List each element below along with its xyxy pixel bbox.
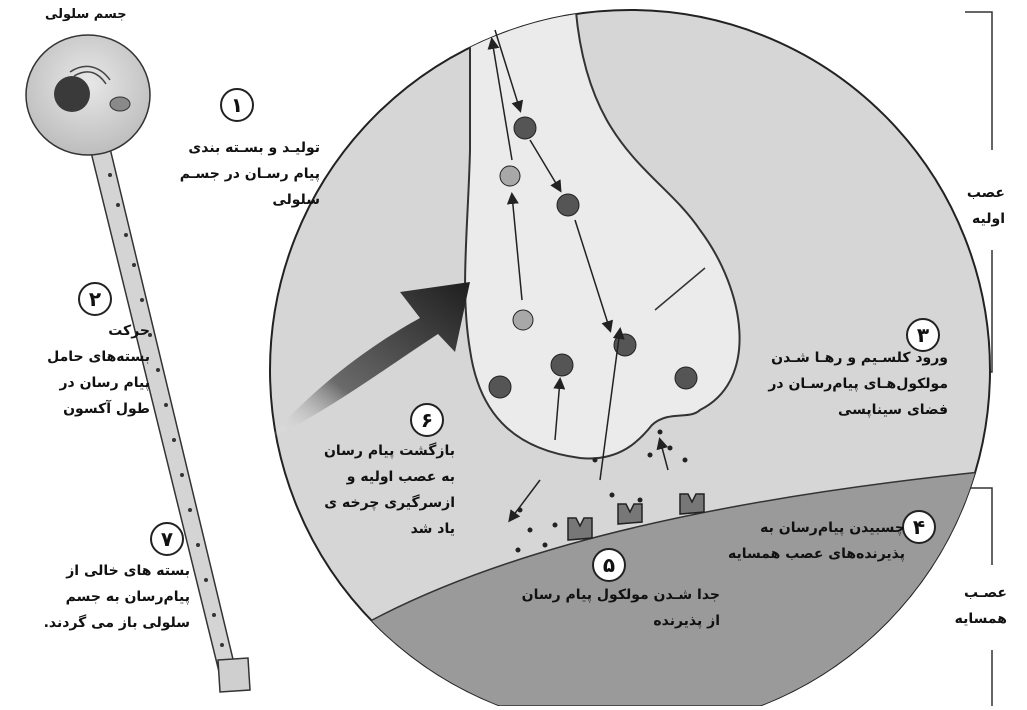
vesicle-filled xyxy=(557,194,579,216)
step-number-6: ۶ xyxy=(410,403,444,437)
step-3-line: ورود کلسـیم و رهـا شـدن xyxy=(728,345,948,371)
step-number-4: ۴ xyxy=(902,510,936,544)
step-1-text: تولیـد و بسـته بندی پیام رسـان در جسـم س… xyxy=(150,135,320,213)
neighbor-neuron-label-line: همسایه xyxy=(952,606,1007,632)
primary-neuron-label: عصب اولیه xyxy=(960,180,1005,232)
step-1-line: سلولی xyxy=(150,187,320,213)
step-2-line: حرکت xyxy=(45,318,150,344)
golgi-icon xyxy=(110,97,130,111)
step-6-line: به عصب اولیه و xyxy=(330,464,455,490)
step-5-text: جدا شـدن مولکول پیام رسان از پذیرنده xyxy=(520,582,720,634)
step-6-line: بازگشت پیام رسان xyxy=(330,438,455,464)
step-number-5: ۵ xyxy=(592,548,626,582)
step-2-line: پیام رسان در xyxy=(45,370,150,396)
vesicle-empty xyxy=(500,166,520,186)
step-number-1: ۱ xyxy=(220,88,254,122)
step-7-line: بسته های خالی از xyxy=(35,558,190,584)
vesicle-empty xyxy=(513,310,533,330)
step-2-text: حرکت بسته‌های حامل پیام رسان در طول آکسو… xyxy=(45,318,150,422)
neighbor-neuron-label: عصـب همسایه xyxy=(952,580,1007,632)
step-5-line: از پذیرنده xyxy=(520,608,720,634)
step-5-line: جدا شـدن مولکول پیام رسان xyxy=(520,582,720,608)
vesicle-filled xyxy=(489,376,511,398)
step-number-2: ۲ xyxy=(78,282,112,316)
step-4-line: پذیرنده‌های عصب همسایه xyxy=(690,541,905,567)
axon-terminal-small xyxy=(218,658,250,692)
step-1-line: تولیـد و بسـته بندی xyxy=(150,135,320,161)
step-number-7: ۷ xyxy=(150,522,184,556)
step-3-text: ورود کلسـیم و رهـا شـدن مولکول‌هـای پیام… xyxy=(728,345,948,423)
step-2-line: طول آکسون xyxy=(45,396,150,422)
primary-neuron-label-line: عصب xyxy=(960,180,1005,206)
step-6-line: ازسرگیری چرخه ی xyxy=(330,490,455,516)
vesicle-filled xyxy=(675,367,697,389)
step-3-line: مولکول‌هـای پیام‌رسـان در xyxy=(728,371,948,397)
step-6-text: بازگشت پیام رسان به عصب اولیه و ازسرگیری… xyxy=(330,438,455,542)
primary-neuron-label-line: اولیه xyxy=(960,206,1005,232)
step-4-line: چسبیدن پیام‌رسان به xyxy=(690,515,905,541)
vesicle-filled xyxy=(514,117,536,139)
step-3-line: فضای سیناپسی xyxy=(728,397,948,423)
step-2-line: بسته‌های حامل xyxy=(45,344,150,370)
step-7-line: پیام‌رسان به جسم xyxy=(35,584,190,610)
neighbor-neuron-label-line: عصـب xyxy=(952,580,1007,606)
step-7-line: سلولی باز می گردند. xyxy=(35,610,190,636)
step-1-line: پیام رسـان در جسـم xyxy=(150,161,320,187)
step-6-line: یاد شد xyxy=(330,516,455,542)
step-4-text: چسبیدن پیام‌رسان به پذیرنده‌های عصب همسا… xyxy=(690,515,905,567)
cell-body-label: جسم سلولی xyxy=(45,2,127,28)
vesicle-filled xyxy=(551,354,573,376)
step-7-text: بسته های خالی از پیام‌رسان به جسم سلولی … xyxy=(35,558,190,636)
nucleus-icon xyxy=(54,76,90,112)
